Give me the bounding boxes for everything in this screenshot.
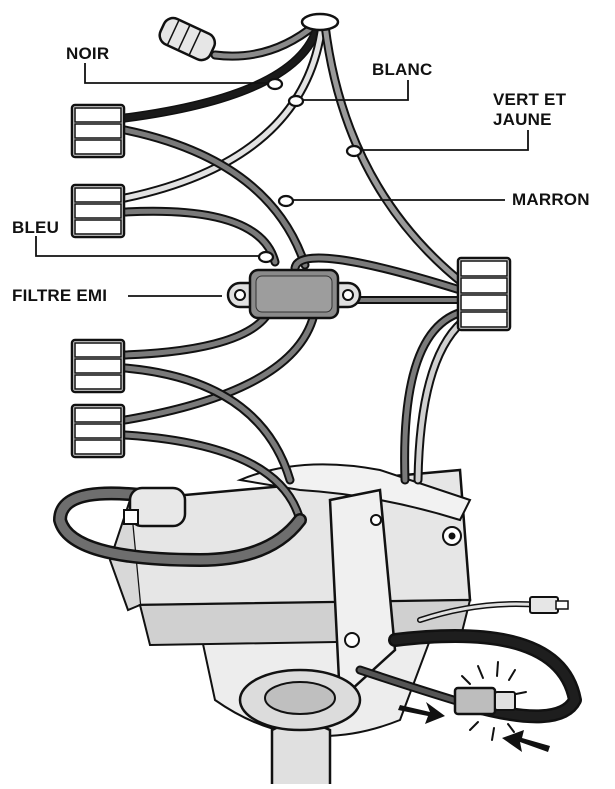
plug-connector xyxy=(453,596,569,716)
emi-filter-icon xyxy=(226,268,362,320)
arrow-icon xyxy=(398,702,445,724)
leader-lines xyxy=(35,63,529,297)
lever-connector-icon xyxy=(70,403,126,459)
lever-connector-icon xyxy=(70,183,126,239)
label-blanc: BLANC xyxy=(372,60,433,79)
wires xyxy=(53,20,582,724)
motor-housing xyxy=(108,463,472,784)
spark-icon xyxy=(461,661,527,741)
wire-nut-icon xyxy=(158,16,217,62)
label-vert-line2: JAUNE xyxy=(493,110,552,129)
lever-connector-icon xyxy=(70,103,126,159)
label-marron: MARRON xyxy=(512,190,590,209)
label-bleu: BLEU xyxy=(12,218,60,237)
label-filtre-emi: FILTRE EMI xyxy=(12,286,108,305)
cable-grommet xyxy=(123,486,187,528)
label-noir: NOIR xyxy=(66,44,110,63)
lever-connector-icon xyxy=(456,256,512,332)
arrow-icon xyxy=(502,730,550,752)
entry-hole xyxy=(300,12,340,32)
lever-connector-icon xyxy=(70,338,126,394)
label-vert-line1: VERT ET xyxy=(493,90,567,109)
